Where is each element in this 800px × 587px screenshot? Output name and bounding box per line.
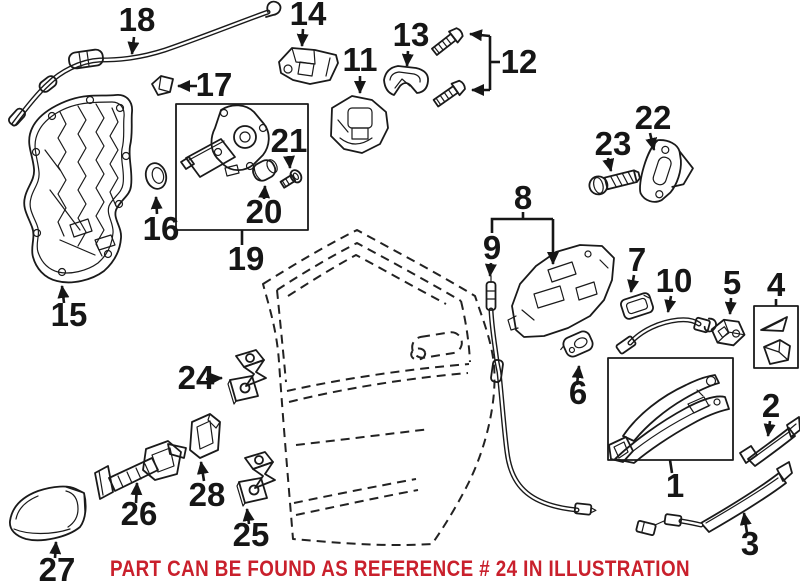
- part-label-4: 4: [767, 266, 786, 303]
- part-1-exterior-handle-box: 1: [607, 357, 734, 504]
- door-handle-cutout: [410, 331, 463, 361]
- part-label-17: 17: [196, 66, 233, 103]
- part-label-12: 12: [501, 43, 538, 80]
- part-15-sound-deadener-panel: 15: [23, 94, 133, 333]
- door-dashed-outline: [262, 229, 496, 547]
- part-17-clip: 17: [151, 66, 233, 103]
- part-label-25: 25: [233, 516, 270, 553]
- part-6-gasket: 6: [560, 330, 594, 411]
- part-label-1: 1: [666, 467, 684, 504]
- part-28-guide-piece: 28: [189, 413, 226, 513]
- part-label-27: 27: [39, 551, 76, 587]
- part-26-door-check: 26: [94, 440, 187, 532]
- part-21-screw: [279, 169, 303, 189]
- part-23-screw: 23: [588, 125, 641, 196]
- part-label-14: 14: [290, 0, 327, 32]
- part-22-striker-plate: 22: [635, 99, 694, 203]
- part-label-10: 10: [656, 262, 693, 299]
- part-label-20: 20: [246, 193, 283, 230]
- part-10-handle-cable: 10: [615, 262, 717, 355]
- part-27-check-cover: 27: [9, 485, 87, 587]
- part-11-guide: 11: [330, 41, 389, 154]
- callout-box-1: [607, 357, 734, 461]
- part-label-13: 13: [393, 16, 430, 53]
- part-25-hinge: 25: [233, 451, 276, 553]
- part-7-gasket: 7: [620, 241, 654, 320]
- part-13-clip: 13: [383, 16, 430, 96]
- part-label-18: 18: [119, 1, 156, 38]
- part-16-grommet: 16: [143, 162, 180, 247]
- part-24-hinge: 24: [178, 349, 267, 405]
- part-label-15: 15: [51, 296, 88, 333]
- part-label-16: 16: [143, 210, 180, 247]
- part-14-bracket: 14: [278, 0, 339, 85]
- part-8-door-latch: 8: [490, 179, 615, 338]
- part-3-handle-blank: 3: [635, 461, 793, 562]
- part-2-handle-support: 2: [739, 387, 800, 467]
- part-label-28: 28: [189, 476, 226, 513]
- part-19-window-motor-box: 21 20 19: [175, 103, 309, 277]
- part-label-19: 19: [228, 240, 265, 277]
- part-12-screws: 12: [431, 27, 538, 108]
- part-20-grommet: [252, 159, 278, 182]
- part-4-cap-set: 4: [753, 266, 799, 369]
- part-label-5: 5: [723, 264, 741, 301]
- part-18-cable: 18: [8, 0, 282, 127]
- caption-note: PART CAN BE FOUND AS REFERENCE # 24 IN I…: [110, 556, 690, 581]
- part-label-6: 6: [569, 374, 587, 411]
- part-label-8: 8: [514, 179, 532, 216]
- part-label-26: 26: [121, 495, 158, 532]
- part-label-23: 23: [595, 125, 632, 162]
- callout-box-4: [753, 305, 799, 369]
- part-label-24: 24: [178, 359, 215, 396]
- part-5-lock-housing: 5: [710, 264, 746, 347]
- part-9-lock-cable: 9: [483, 229, 597, 516]
- part-label-11: 11: [343, 41, 378, 78]
- part-label-2: 2: [762, 387, 780, 424]
- part-label-9: 9: [483, 229, 501, 266]
- part-label-7: 7: [628, 241, 646, 278]
- part-label-22: 22: [635, 99, 672, 136]
- part-label-3: 3: [741, 525, 759, 562]
- part-label-21: 21: [271, 122, 308, 159]
